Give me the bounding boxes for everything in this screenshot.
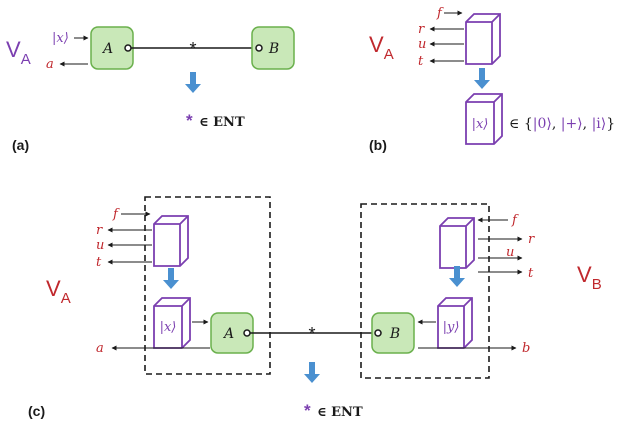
- panel-c-right-cube: [439, 217, 475, 269]
- panel-c-right-input-f: f: [511, 213, 519, 228]
- panel-c-ent-text: ∈ ENT: [317, 405, 363, 420]
- panel-c-right-ket: |y⟩: [443, 320, 460, 335]
- panel-c-label: (c): [28, 403, 45, 419]
- panel-c-right-region: [360, 203, 490, 379]
- panel-c-down-arrow: [304, 362, 320, 383]
- panel-c-left-output-t: t: [96, 255, 102, 270]
- panel-a-ket-input: |x⟩: [52, 31, 69, 46]
- panel-a-label: (a): [12, 137, 29, 153]
- panel-c-left-cube: [153, 215, 189, 267]
- panel-c-box-b: [371, 312, 415, 354]
- panel-a-star: *: [189, 39, 196, 59]
- panel-a-ent-star: *: [186, 111, 193, 130]
- panel-b-output-t: t: [418, 54, 424, 69]
- panel-b-v-label: VA: [369, 32, 394, 63]
- panel-c-port-a: [243, 329, 251, 337]
- panel-c-output-a: a: [96, 341, 104, 356]
- panel-c-box-a-label: A: [222, 326, 234, 342]
- panel-b-output-u: u: [418, 37, 426, 52]
- panel-c-left-output-u: u: [96, 238, 104, 253]
- panel-a-port-a: [124, 44, 132, 52]
- panel-c-left-down-arrow: [163, 268, 179, 289]
- panel-b-ket: |x⟩: [472, 117, 489, 132]
- panel-c-box-b-label: B: [389, 326, 400, 342]
- panel-c-left-ket: |x⟩: [160, 320, 177, 335]
- panel-c-left-input-f: f: [112, 207, 120, 222]
- panel-a-box-a-label: A: [101, 41, 113, 57]
- panel-a: VA |x⟩ a A * B * ∈ ENT (a): [6, 26, 295, 153]
- panel-b-input-f: f: [436, 6, 444, 21]
- panel-c-port-b: [374, 329, 382, 337]
- panel-a-v-label: VA: [6, 37, 31, 68]
- panel-c-ent-star: *: [304, 401, 311, 420]
- panel-b-set: ∈ {|0⟩, |+⟩, |i⟩}: [509, 116, 615, 132]
- panel-c-right-output-t: t: [528, 266, 534, 281]
- panel-c-left-output-r: r: [96, 223, 103, 238]
- panel-c-right-output-u: u: [506, 245, 514, 260]
- panel-a-ent-text: ∈ ENT: [199, 115, 245, 130]
- panel-a-output-a: a: [46, 57, 54, 72]
- panel-a-down-arrow: [185, 72, 201, 93]
- panel-b-label: (b): [369, 137, 387, 153]
- panel-b-down-arrow: [474, 68, 490, 89]
- panel-b-ket-cube: [465, 93, 503, 145]
- panel-a-port-b: [255, 44, 263, 52]
- panel-c-right-down-arrow: [449, 266, 465, 287]
- panel-b: VA f r u t |x⟩ ∈ {|0⟩, |+⟩, |i⟩} (b): [369, 6, 615, 153]
- panel-c-left-v-label: VA: [46, 276, 71, 307]
- panel-c-left-region: [144, 196, 271, 375]
- panel-b-cube: [465, 13, 501, 65]
- panel-b-output-r: r: [418, 22, 425, 37]
- panel-a-box-b: [251, 26, 295, 70]
- panel-c-star: *: [308, 324, 315, 344]
- panel-c-right-v-label: VB: [577, 262, 602, 293]
- panel-c: VA f r u t |x⟩ A a *: [28, 196, 602, 420]
- panel-c-output-b: b: [522, 341, 530, 356]
- panel-c-right-output-r: r: [528, 232, 535, 247]
- panel-a-box-b-label: B: [268, 41, 279, 57]
